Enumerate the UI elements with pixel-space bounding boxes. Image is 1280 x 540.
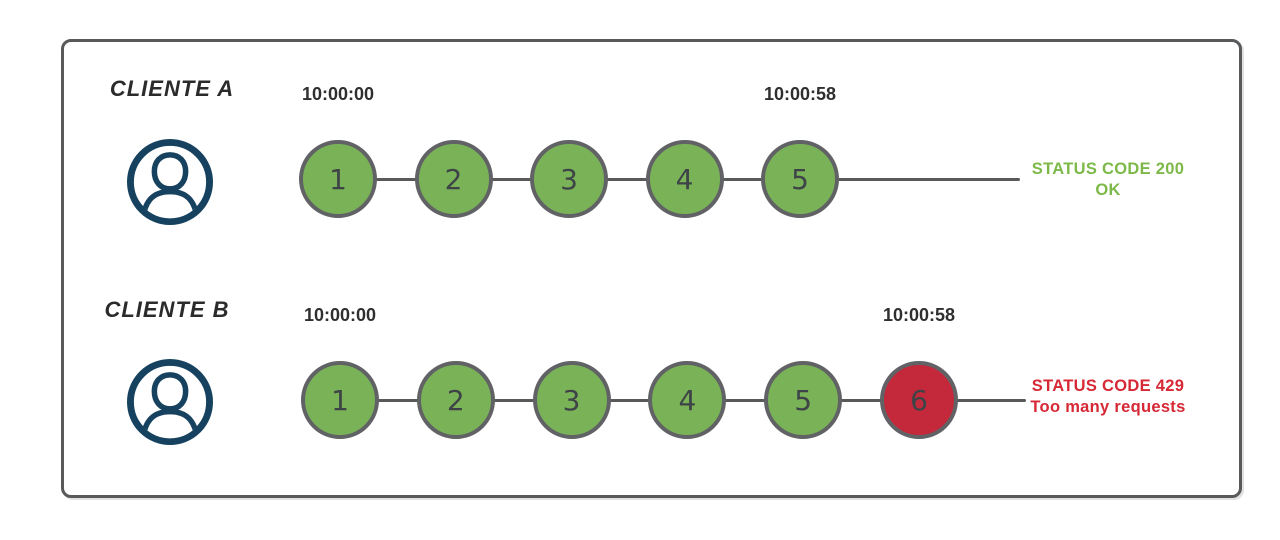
diagram-frame [61,39,1242,498]
